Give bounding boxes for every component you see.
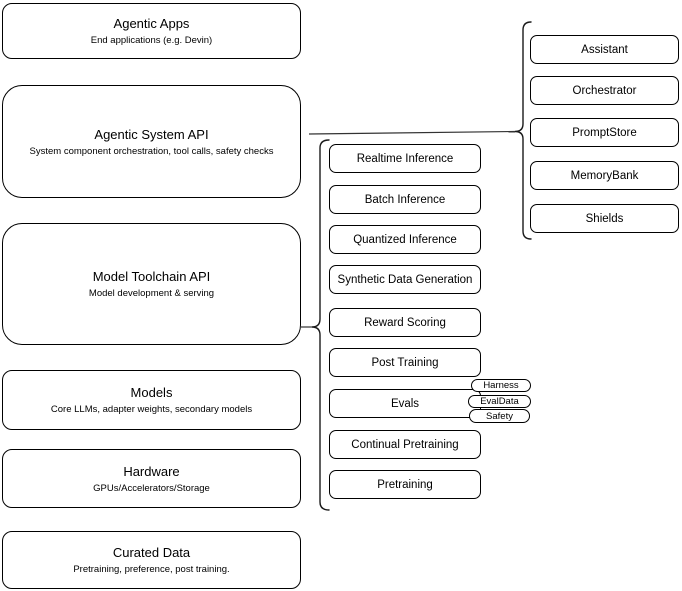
- node-label: Shields: [585, 212, 624, 225]
- node-subtitle: Pretraining, preference, post training.: [73, 564, 230, 575]
- node-continual-pretraining: Continual Pretraining: [329, 430, 481, 459]
- node-synthetic-data-generation: Synthetic Data Generation: [329, 265, 481, 294]
- node-label: Post Training: [371, 356, 439, 369]
- node-agentic-system-api: Agentic System API System component orch…: [2, 85, 301, 198]
- node-subtitle: End applications (e.g. Devin): [90, 35, 213, 46]
- node-models: Models Core LLMs, adapter weights, secon…: [2, 370, 301, 430]
- node-subtitle: System component orchestration, tool cal…: [29, 145, 274, 157]
- node-agentic-apps: Agentic Apps End applications (e.g. Devi…: [2, 3, 301, 59]
- node-title: Model Toolchain API: [92, 269, 211, 284]
- node-title: Agentic System API: [94, 126, 209, 142]
- node-label: MemoryBank: [570, 169, 639, 182]
- node-batch-inference: Batch Inference: [329, 185, 481, 214]
- node-title: Models: [130, 385, 173, 400]
- node-reward-scoring: Reward Scoring: [329, 308, 481, 337]
- node-evals: Evals: [329, 389, 481, 418]
- node-memorybank: MemoryBank: [530, 161, 679, 190]
- node-label: Synthetic Data Generation: [337, 273, 473, 286]
- node-subtitle: GPUs/Accelerators/Storage: [93, 482, 210, 494]
- node-assistant: Assistant: [530, 35, 679, 64]
- node-title: Hardware: [123, 463, 180, 479]
- node-quantized-inference: Quantized Inference: [329, 225, 481, 254]
- node-label: Reward Scoring: [364, 316, 446, 329]
- node-curated-data: Curated Data Pretraining, preference, po…: [2, 531, 301, 589]
- node-label: PromptStore: [572, 126, 637, 139]
- node-shields: Shields: [530, 204, 679, 233]
- agentic-system-api-connector-line: [308, 130, 516, 135]
- node-model-toolchain-api: Model Toolchain API Model development & …: [2, 223, 301, 345]
- tag-label: Harness: [483, 380, 519, 391]
- node-promptstore: PromptStore: [530, 118, 679, 147]
- node-orchestrator: Orchestrator: [530, 76, 679, 105]
- node-label: Orchestrator: [572, 84, 637, 97]
- tag-label: EvalData: [480, 396, 519, 407]
- node-realtime-inference: Realtime Inference: [329, 144, 481, 173]
- node-title: Curated Data: [112, 545, 191, 560]
- tag-harness: Harness: [471, 379, 531, 392]
- node-pretraining: Pretraining: [329, 470, 481, 499]
- node-label: Pretraining: [377, 478, 433, 491]
- node-label: Batch Inference: [364, 193, 446, 206]
- node-subtitle: Model development & serving: [88, 288, 215, 299]
- node-label: Quantized Inference: [353, 233, 457, 246]
- tag-label: Safety: [486, 410, 513, 422]
- node-hardware: Hardware GPUs/Accelerators/Storage: [2, 449, 301, 508]
- node-title: Agentic Apps: [113, 16, 190, 31]
- tag-safety: Safety: [469, 409, 530, 423]
- node-label: Realtime Inference: [356, 152, 454, 165]
- node-post-training: Post Training: [329, 348, 481, 377]
- node-label: Continual Pretraining: [351, 438, 459, 451]
- tag-evaldata: EvalData: [468, 395, 531, 408]
- node-label: Evals: [390, 397, 420, 410]
- node-subtitle: Core LLMs, adapter weights, secondary mo…: [50, 404, 253, 415]
- toolchain-components-brace: [311, 139, 330, 511]
- agentic-system-components-brace: [514, 21, 532, 240]
- node-label: Assistant: [581, 43, 628, 56]
